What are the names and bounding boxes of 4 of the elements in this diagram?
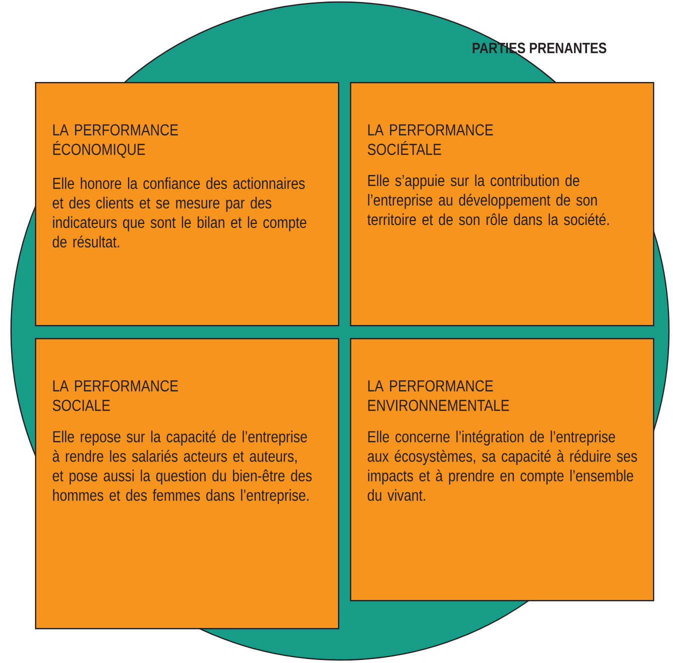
text-box: LA PERFORMANCE ÉCONOMIQUE Elle honore la confiance des actionnaires et des clients et se mesure par des indicateurs que sont le bilan et le compte de résultat. <box>35 82 340 326</box>
text-box: LA PERFORMANCE ENVIRONNEMENTALE Elle concerne l’intégration de l’entreprise aux écosystèmes, sa capacité à réduire ses impacts et à prendre en compte l’ensemble du vivant. <box>350 338 654 602</box>
text-box: LA PERFORMANCE SOCIALE Elle repose sur la capacité de l’entreprise à rendre les salariés acteurs et auteurs, et pose aussi la question du bien-être des hommes et des femmes dans l’entreprise. <box>35 338 340 630</box>
text-box: LA PERFORMANCE SOCIÉTALE Elle s’appuie sur la contribution de l’entreprise au développement de son territoire et de son rôle dans la société. <box>350 82 654 326</box>
